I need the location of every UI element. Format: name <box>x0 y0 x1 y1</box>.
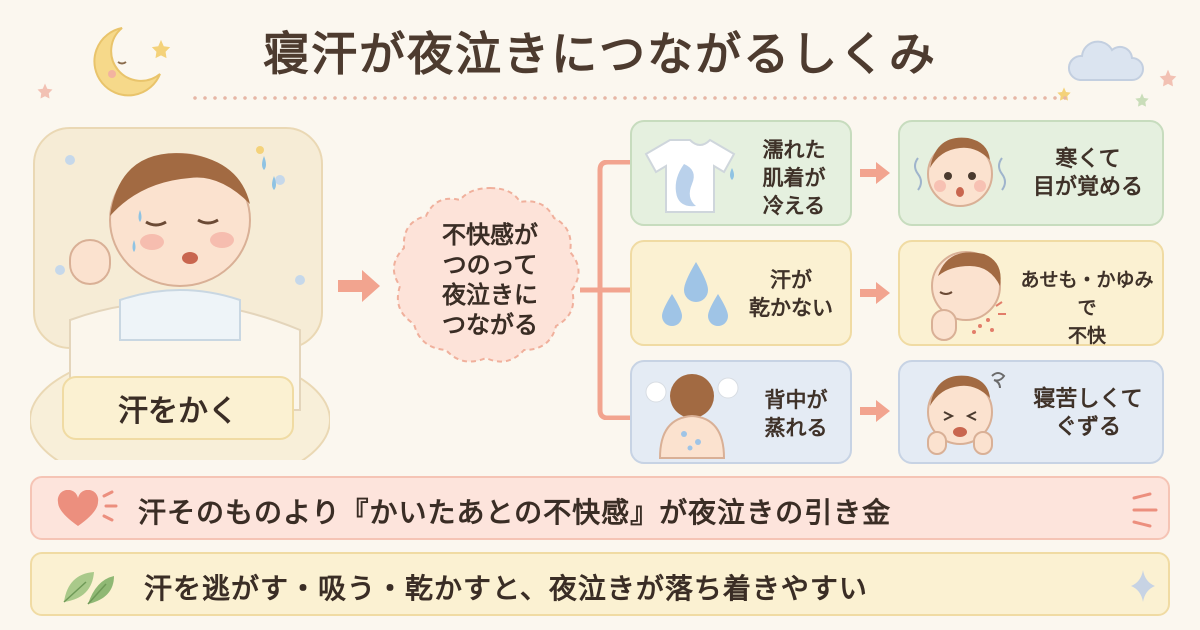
effect-line: 目が覚める <box>1032 175 1143 200</box>
page-title: 寝汗が夜泣きにつながるしくみ <box>263 27 937 81</box>
fussy-baby-icon <box>927 372 1006 455</box>
itchy-baby-icon <box>931 251 1006 341</box>
center-bubble: 不快感が つのって 夜泣きに つながる <box>390 180 590 380</box>
star-icon <box>151 39 171 59</box>
cloud-icon <box>1068 40 1144 81</box>
leaf-icon <box>63 572 114 605</box>
bubble-line: 夜泣きに <box>442 281 538 309</box>
bubble-line: つながる <box>442 311 538 339</box>
sweat-drops-icon <box>662 262 728 326</box>
effect-line: あせも・かゆみで <box>1020 269 1154 319</box>
effect-line: ぐずる <box>1054 415 1121 440</box>
baby-back-icon <box>645 374 739 459</box>
cause-line: 冷える <box>762 194 826 218</box>
sparkle-icon <box>1131 570 1155 602</box>
star-icon <box>1135 93 1149 107</box>
cause-line: 肌着が <box>762 166 826 190</box>
heart-icon <box>57 490 118 526</box>
tip-text: 汗を逃がす・吸う・乾かすと、夜泣きが落ち着きやすい <box>144 572 868 605</box>
effect-card-heat-rash: あせも・かゆみで 不快 <box>898 240 1164 347</box>
effect-card-cold-wake: 寒くて 目が覚める <box>898 120 1164 226</box>
cause-line: 蒸れる <box>764 416 828 440</box>
effect-line: 寝苦しくて <box>1033 387 1143 412</box>
cause-line: 汗が <box>770 268 812 292</box>
cause-card-sweat-not-drying: 汗が 乾かない <box>630 240 852 346</box>
sweat-label-box: 汗をかく <box>62 376 294 440</box>
cause-line: 乾かない <box>749 296 833 320</box>
cold-baby-icon <box>914 137 1006 207</box>
emphasis-lines-icon <box>1132 492 1158 528</box>
branch-connector <box>580 160 640 420</box>
arrow-right-icon <box>860 162 890 184</box>
bubble-line: 不快感が <box>442 221 538 249</box>
star-icon <box>37 83 53 99</box>
key-point-bar: 汗そのものより『かいたあとの不快感』が夜泣きの引き金 <box>30 476 1170 540</box>
cause-card-back-sweaty: 背中が 蒸れる <box>630 360 852 464</box>
effect-card-fussy: 寝苦しくて ぐずる <box>898 360 1164 464</box>
arrow-right-icon <box>860 282 890 304</box>
cause-line: 濡れた <box>762 138 826 162</box>
key-point-text: 汗そのものより『かいたあとの不快感』が夜泣きの引き金 <box>138 496 892 529</box>
tip-bar: 汗を逃がす・吸う・乾かすと、夜泣きが落ち着きやすい <box>30 552 1170 616</box>
bubble-line: つのって <box>442 251 538 279</box>
arrow-right-icon <box>860 400 890 422</box>
cause-line: 背中が <box>764 388 828 412</box>
arrow-right-icon <box>338 270 380 302</box>
sweat-label: 汗をかく <box>118 394 238 429</box>
wet-shirt-icon <box>644 138 736 213</box>
effect-line: 寒くて <box>1055 147 1121 172</box>
effect-line: 不快 <box>1067 325 1106 347</box>
cause-card-wet-underwear: 濡れた 肌着が 冷える <box>630 120 852 226</box>
star-icon <box>1159 69 1177 87</box>
moon-icon <box>93 27 161 97</box>
title-divider <box>190 96 1070 100</box>
